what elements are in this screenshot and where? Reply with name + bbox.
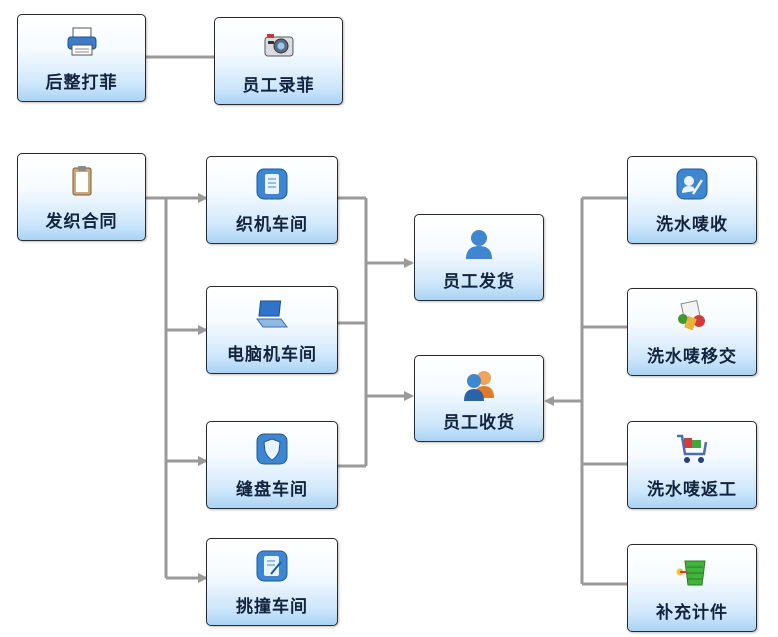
colorful-papers-icon xyxy=(675,299,709,333)
node-label: 后整打菲 xyxy=(45,73,118,93)
camera-icon xyxy=(262,28,296,62)
printer-icon xyxy=(65,25,99,59)
employee-receive-node[interactable]: 员工收货 xyxy=(414,355,544,442)
computer-knitting-workshop-node[interactable]: 电脑机车间 xyxy=(206,286,338,374)
node-label: 员工录菲 xyxy=(242,76,315,96)
employee-ship-node[interactable]: 员工发货 xyxy=(414,214,544,301)
node-label: 挑撞车间 xyxy=(236,597,308,617)
shield-icon xyxy=(255,432,289,466)
node-label: 洗水唛收 xyxy=(656,215,728,235)
picking-workshop-node[interactable]: 挑撞车间 xyxy=(206,538,338,626)
node-label: 织机车间 xyxy=(236,215,308,235)
clipboard-icon xyxy=(65,164,99,198)
wash-label-transfer-node[interactable]: 洗水唛移交 xyxy=(627,288,757,376)
scroll-icon xyxy=(255,167,289,201)
linking-workshop-node[interactable]: 缝盘车间 xyxy=(206,421,338,509)
knitting-workshop-node[interactable]: 织机车间 xyxy=(206,156,338,244)
node-label: 洗水唛返工 xyxy=(647,480,737,500)
users-icon xyxy=(462,368,496,402)
edit-icon xyxy=(255,549,289,583)
node-label: 电脑机车间 xyxy=(227,345,317,365)
laptop-icon xyxy=(255,297,289,331)
employee-record-node[interactable]: 员工录菲 xyxy=(214,17,343,105)
wash-label-receive-node[interactable]: 洗水唛收 xyxy=(627,156,757,244)
supplement-piecework-node[interactable]: 补充计件 xyxy=(627,544,757,632)
edit-pen-icon xyxy=(675,167,709,201)
node-label: 员工收货 xyxy=(443,413,515,433)
wash-label-rework-node[interactable]: 洗水唛返工 xyxy=(627,421,757,509)
node-label: 员工发货 xyxy=(443,272,515,292)
node-label: 发织合同 xyxy=(45,212,118,232)
stack-icon xyxy=(675,555,709,589)
node-label: 缝盘车间 xyxy=(236,480,308,500)
cart-icon xyxy=(675,432,709,466)
knit-contract-node[interactable]: 发织合同 xyxy=(17,153,146,241)
node-label: 补充计件 xyxy=(656,603,728,623)
node-label: 洗水唛移交 xyxy=(647,347,737,367)
post-finishing-print-node[interactable]: 后整打菲 xyxy=(17,14,146,102)
user-icon xyxy=(462,227,496,261)
